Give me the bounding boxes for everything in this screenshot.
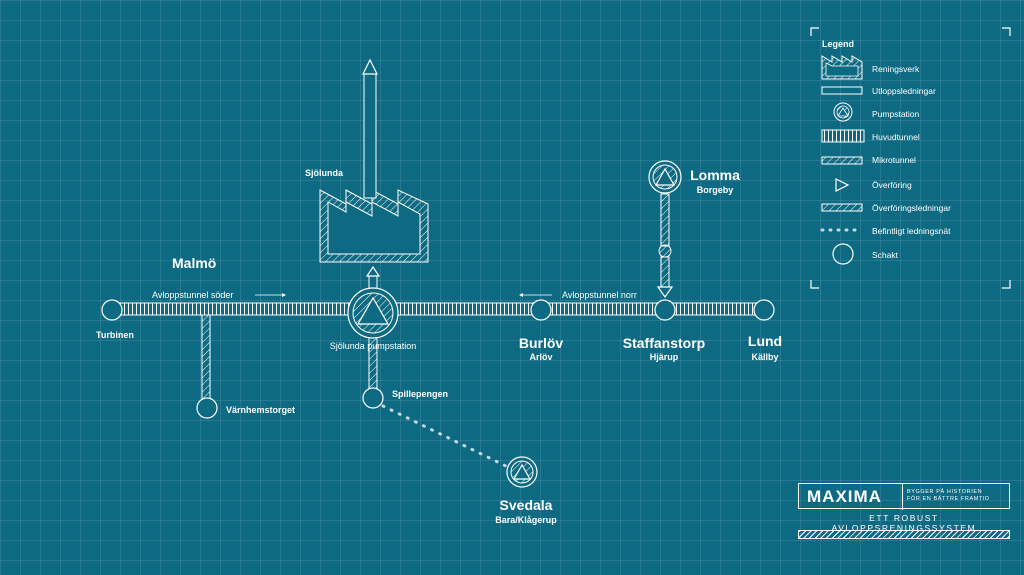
pump-station-lomma <box>648 160 682 194</box>
label-sjolunda: Sjölunda <box>305 168 344 178</box>
shaft-burlov <box>530 299 552 321</box>
microtunnel-lomma-lower <box>660 256 670 290</box>
svg-text:Schakt: Schakt <box>872 250 899 260</box>
legend-item-huvudtunnel: Huvudtunnel <box>821 129 920 143</box>
shaft-staffanstorp <box>654 299 676 321</box>
legend-item-reningsverk: Reningsverk <box>821 55 920 80</box>
brand-tagline-2: FÖR EN BÄTTRE FRAMTID <box>907 496 990 502</box>
legend-item-overforingsledningar: Överföringsledningar <box>821 203 951 213</box>
brand-name: MAXIMA <box>807 487 882 506</box>
label-svedala: Svedala <box>500 497 553 513</box>
treatment-plant-sjolunda <box>319 189 429 263</box>
brand-divider <box>902 484 903 510</box>
brand-slogan: ETT ROBUST AVLOPPSRENINGSSYSTEM <box>831 513 977 533</box>
legend-item-befintligt-ledningsnat: Befintligt ledningsnät <box>820 226 951 236</box>
shaft-lund <box>753 299 775 321</box>
microtunnel-lomma <box>660 193 670 247</box>
label-burlov-sub: Arlöv <box>529 352 552 362</box>
legend-item-mikrotunnel: Mikrotunnel <box>821 155 916 165</box>
arrow-south <box>255 293 286 297</box>
brand-header: MAXIMA BYGGER PÅ HISTORIEN FÖR EN BÄTTRE… <box>798 483 1010 510</box>
svg-text:Utloppsledningar: Utloppsledningar <box>872 86 936 96</box>
legend-item-schakt: Schakt <box>832 243 899 265</box>
shaft-varnhemstorget <box>196 397 218 419</box>
brand-tagline: BYGGER PÅ HISTORIEN FÖR EN BÄTTRE FRAMTI… <box>907 489 1007 503</box>
lomma-small-pump <box>658 244 672 258</box>
label-turbinen: Turbinen <box>96 330 134 340</box>
arrow-north <box>519 293 552 297</box>
label-lomma-sub: Borgeby <box>697 185 734 195</box>
label-malmo: Malmö <box>172 255 216 271</box>
svg-text:Pumpstation: Pumpstation <box>872 109 920 119</box>
legend-item-pumpstation: Pumpstation <box>833 102 920 122</box>
brand-hatch-bar <box>798 530 1010 539</box>
label-lund: Lund <box>748 333 782 349</box>
svg-text:Reningsverk: Reningsverk <box>872 64 920 74</box>
shaft-spillepengen <box>362 387 384 409</box>
label-staffanstorp: Staffanstorp <box>623 335 705 351</box>
label-tunnel-south: Avloppstunnel söder <box>152 290 233 300</box>
legend-title: Legend <box>822 39 854 49</box>
svg-text:Huvudtunnel: Huvudtunnel <box>872 132 920 142</box>
legend: Legend Reningsverk Utloppsledningar Pump… <box>810 27 1011 289</box>
shaft-turbinen <box>101 299 123 321</box>
legend-item-utloppsledningar: Utloppsledningar <box>821 86 936 96</box>
label-spillepengen: Spillepengen <box>392 389 448 399</box>
svg-text:Överföring: Överföring <box>872 180 912 190</box>
pump-station-sjolunda <box>347 287 399 339</box>
label-varnhemstorget: Värnhemstorget <box>226 405 295 415</box>
label-sjolunda-pumpstation: Sjölunda pumpstation <box>330 341 417 351</box>
legend-item-overforing: Överföring <box>835 178 912 192</box>
label-staffanstorp-sub: Hjärup <box>650 352 679 362</box>
svg-text:Befintligt ledningsnät: Befintligt ledningsnät <box>872 226 951 236</box>
brand-tagline-1: BYGGER PÅ HISTORIEN <box>907 489 983 495</box>
brand-logo: MAXIMA BYGGER PÅ HISTORIEN FÖR EN BÄTTRE… <box>798 483 1010 549</box>
outlet-pipe <box>362 58 378 199</box>
lomma-transfer-arrow <box>656 286 674 299</box>
svg-text:Mikrotunnel: Mikrotunnel <box>872 155 916 165</box>
label-svedala-sub: Bara/Klågerup <box>495 515 557 525</box>
microtunnel-varnhemstorget <box>201 314 211 400</box>
label-lomma: Lomma <box>690 167 740 183</box>
label-burlov: Burlöv <box>519 335 564 351</box>
pump-station-svedala <box>506 456 538 488</box>
svg-text:Överföringsledningar: Överföringsledningar <box>872 203 951 213</box>
label-lund-sub: Källby <box>751 352 778 362</box>
label-tunnel-north: Avloppstunnel norr <box>562 290 637 300</box>
existing-network-line <box>381 404 512 470</box>
